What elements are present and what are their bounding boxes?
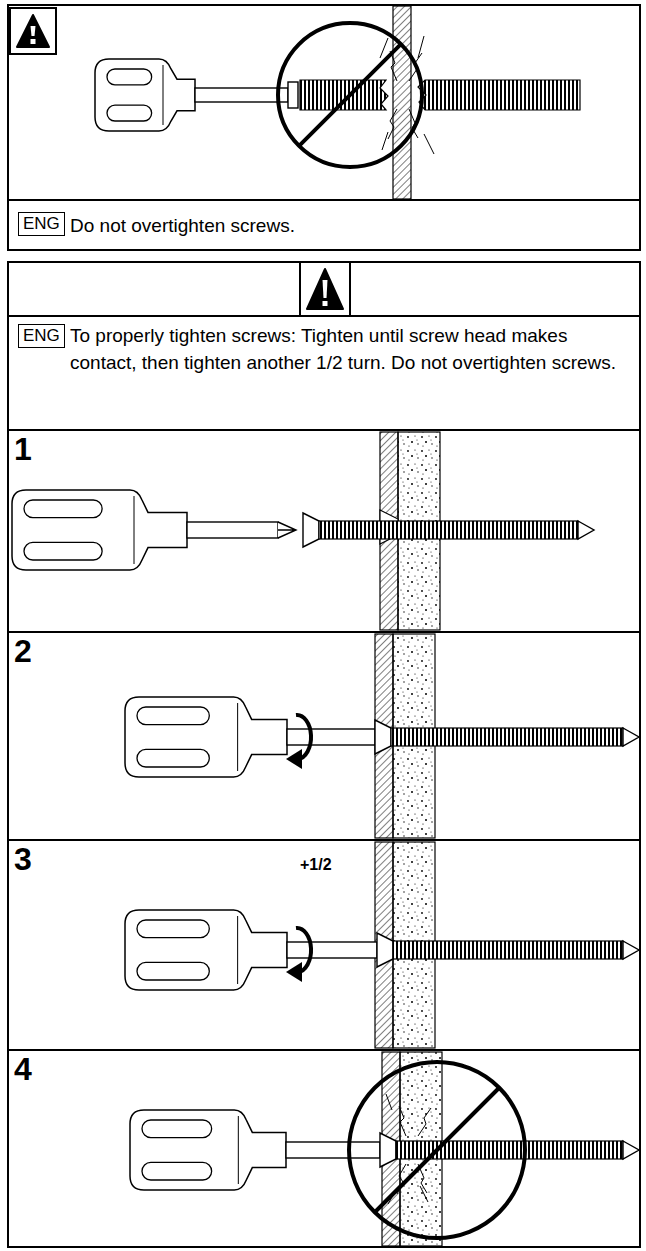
- step-number: 1: [14, 432, 32, 466]
- instruction-box: Do not overtighten screws.ENG: [8, 200, 640, 250]
- step-panel: 1: [8, 430, 640, 632]
- instruction-text: Do not overtighten screws.: [70, 212, 626, 239]
- language-code: ENG: [18, 324, 65, 348]
- language-code: ENG: [18, 212, 65, 236]
- step-number: 2: [14, 634, 32, 668]
- instruction-text: To properly tighten screws: Tighten unti…: [70, 322, 626, 376]
- language-tag: ENG: [18, 324, 65, 348]
- step-panel: 3 +1/2: [8, 840, 640, 1050]
- step-number: 4: [14, 1052, 32, 1086]
- step-panel: 2: [8, 632, 640, 840]
- language-tag: ENG: [18, 212, 65, 236]
- step-number: 3: [14, 842, 32, 876]
- turn-label: +1/2: [298, 856, 334, 874]
- step-panel: 4: [8, 1050, 640, 1247]
- instruction-box: To properly tighten screws: Tighten unti…: [8, 316, 640, 430]
